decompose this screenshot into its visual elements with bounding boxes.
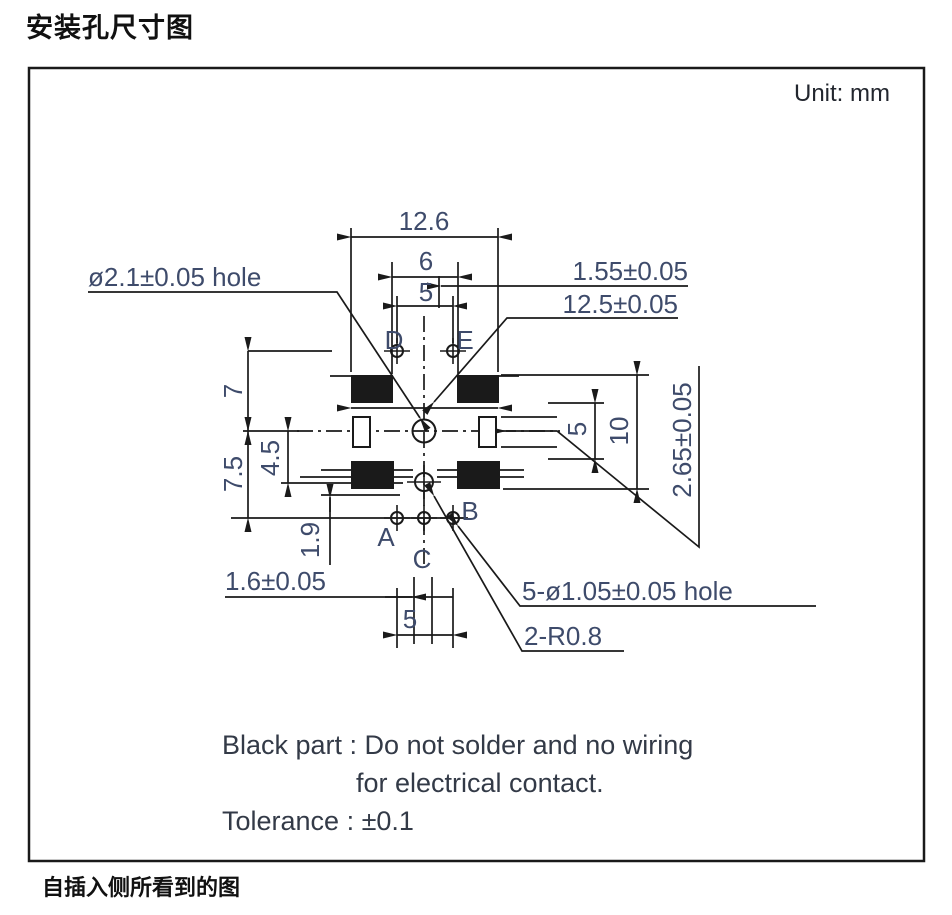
dim-center-hole: ø2.1±0.05 hole xyxy=(88,262,261,292)
dim-left-7: 7 xyxy=(218,384,248,398)
note-black-part-line1: Black part : Do not solder and no wiring xyxy=(222,730,694,760)
dim-right-5: 5 xyxy=(562,422,592,436)
hole-label-d: D xyxy=(385,325,404,355)
dim-gap-width: 6 xyxy=(419,246,433,276)
dimension-labels: 12.6 6 5 1.55±0.05 12.5±0.05 ø2.1±0.05 h… xyxy=(88,206,733,651)
unit-label: Unit: mm xyxy=(794,80,890,107)
dim-offset-155: 1.55±0.05 xyxy=(573,256,688,286)
drawing-border xyxy=(27,66,926,863)
black-part-pads xyxy=(351,375,500,489)
dim-left-7-5: 7.5 xyxy=(218,456,248,492)
note-black-part-line2: for electrical contact. xyxy=(356,768,604,798)
hole-label-e: E xyxy=(456,325,473,355)
dim-offset-125: 12.5±0.05 xyxy=(563,289,678,319)
dim-slot-width: 1.6±0.05 xyxy=(225,566,326,596)
dim-bottom-hole-span: 5 xyxy=(403,604,417,634)
black-part-bottom-right xyxy=(457,461,500,489)
notes-block: Black part : Do not solder and no wiring… xyxy=(222,726,693,840)
left-slot xyxy=(352,416,371,448)
center-shaft-hole xyxy=(411,418,437,444)
view-caption: 自插入侧所看到的图 xyxy=(42,875,241,900)
black-part-bottom-left xyxy=(351,461,394,489)
hole-letter-labels: D E A B C xyxy=(377,325,478,574)
dim-overall-width: 12.6 xyxy=(399,206,450,236)
holes xyxy=(390,344,460,525)
hole-label-c: C xyxy=(413,544,432,574)
dim-left-1-9: 1.9 xyxy=(295,522,325,558)
dim-small-holes: 5-ø1.05±0.05 hole xyxy=(522,576,733,606)
dim-slot-height: 2.65±0.05 xyxy=(667,382,697,497)
page-title: 安装孔尺寸图 xyxy=(26,13,194,43)
dim-right-10: 10 xyxy=(604,417,634,446)
dim-top-hole-span: 5 xyxy=(419,277,433,307)
dim-corner-radius: 2-R0.8 xyxy=(524,621,602,651)
black-part-top-right xyxy=(457,375,499,403)
black-part-top-left xyxy=(351,375,393,403)
dim-left-4-5: 4.5 xyxy=(255,440,285,476)
right-slot xyxy=(478,416,497,448)
hole-label-b: B xyxy=(461,496,478,526)
side-slots xyxy=(352,416,497,448)
hole-crosshairs xyxy=(384,338,466,531)
hole-label-a: A xyxy=(377,522,395,552)
note-tolerance: Tolerance : ±0.1 xyxy=(222,806,414,836)
